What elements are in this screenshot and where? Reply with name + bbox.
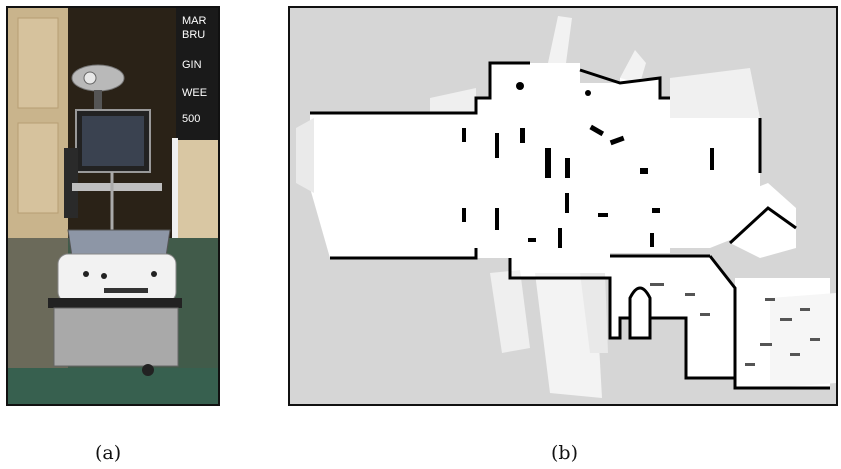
map-walls — [310, 61, 830, 390]
robot-head — [71, 64, 125, 92]
map-obstacles — [462, 82, 714, 248]
map-clutter — [650, 283, 820, 366]
robot-photo: MAR BRU GIN WEE 500 — [8, 8, 218, 404]
occupancy-map — [290, 8, 836, 404]
sign-line-2: BRU — [182, 29, 205, 41]
sign-line-5: 500 — [182, 113, 200, 125]
sign-line-1: MAR — [182, 15, 207, 27]
arch-feature — [628, 286, 652, 340]
sign-board — [176, 8, 218, 140]
sign-line-4: WEE — [182, 87, 207, 99]
robot-base — [57, 253, 177, 303]
caption-b: (b) — [551, 442, 578, 464]
caption-a: (a) — [95, 442, 122, 464]
robot-photo-panel: MAR BRU GIN WEE 500 — [6, 6, 220, 406]
occupancy-map-panel — [288, 6, 838, 406]
sign-line-3: GIN — [182, 59, 202, 71]
